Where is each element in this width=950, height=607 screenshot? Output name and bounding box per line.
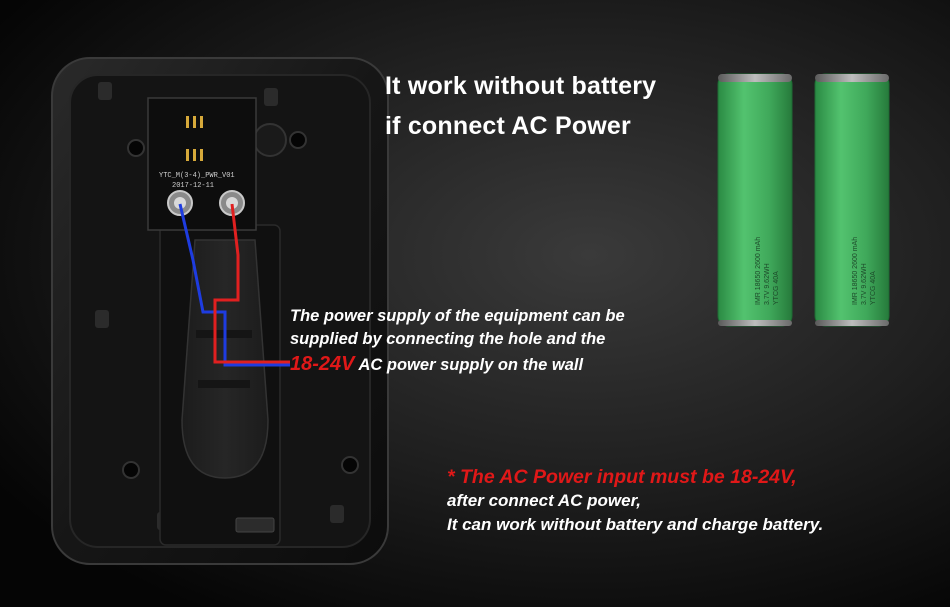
supply-line-2: supplied by connecting the hole and the [290, 330, 606, 348]
pcb-date: 2017-12-11 [172, 182, 214, 190]
battery-label: IMR 18650 2600 mAh [852, 237, 859, 305]
supply-line-3: AC power supply on the wall [358, 356, 584, 374]
headline-line-1: It work without battery [385, 72, 657, 100]
screw-hole-icon [122, 461, 140, 479]
supply-description: The power supply of the equipment can be… [290, 305, 625, 377]
red-wire [213, 203, 290, 364]
round-button-icon [253, 123, 287, 157]
battery-right: IMR 18650 2600 mAh 3.7V 9.62WH YTCG 40A [814, 73, 890, 327]
battery-label: YTCG 40A [773, 271, 780, 305]
ac-note-line-2: after connect AC power, [447, 491, 641, 510]
battery-label: IMR 18650 2600 mAh [755, 237, 762, 305]
battery-label: 3.7V 9.62WH [861, 263, 868, 305]
bottom-connector-icon [235, 517, 275, 533]
headline-line-2: if connect AC Power [385, 112, 631, 140]
battery-label: YTCG 40A [870, 271, 877, 305]
battery-left: IMR 18650 2600 mAh 3.7V 9.62WH YTCG 40A [717, 73, 793, 327]
clip-icon [264, 88, 278, 106]
screw-hole-icon [289, 131, 307, 149]
pcb-label: YTC_M(3-4)_PWR_V01 [159, 172, 235, 180]
supply-line-1: The power supply of the equipment can be [290, 307, 625, 325]
power-pcb: YTC_M(3-4)_PWR_V01 2017-12-11 [147, 97, 257, 231]
ac-warning: * The AC Power input must be 18-24V, [447, 466, 797, 488]
clip-icon [330, 505, 344, 523]
voltage-label: 18-24V [290, 353, 355, 375]
clip-icon [95, 310, 109, 328]
ac-note-line-3: It can work without battery and charge b… [447, 515, 824, 534]
screw-hole-icon [341, 456, 359, 474]
screw-hole-icon [127, 139, 145, 157]
ac-power-note: * The AC Power input must be 18-24V, aft… [447, 465, 823, 537]
wiring [178, 203, 290, 367]
headline: It work without battery if connect AC Po… [385, 66, 656, 146]
battery-label: 3.7V 9.62WH [764, 263, 771, 305]
clip-icon [98, 82, 112, 100]
